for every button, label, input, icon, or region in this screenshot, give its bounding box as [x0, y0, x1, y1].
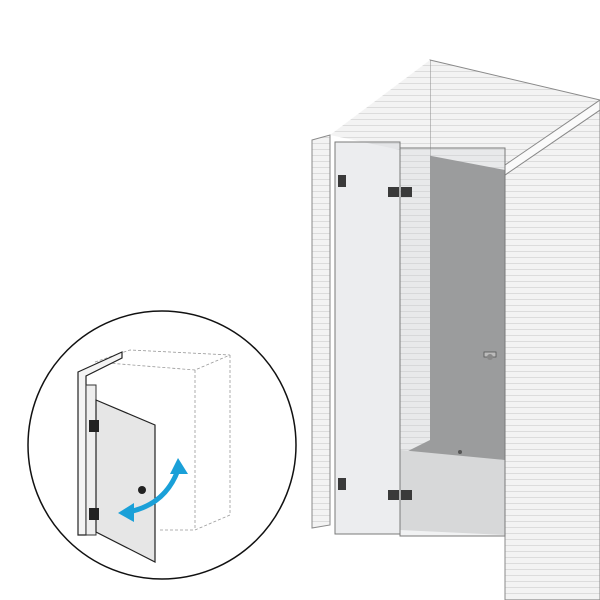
shower-floor	[400, 450, 505, 535]
floor-drain	[458, 450, 462, 454]
interior-left-wall	[330, 60, 430, 455]
hinge-icon	[338, 175, 346, 187]
inset-wall	[77, 351, 123, 536]
inset-door-panel	[95, 399, 156, 563]
hinge-icon	[388, 490, 399, 500]
door-swing-arrow-icon	[118, 458, 188, 522]
inset-door-swing-diagram	[27, 310, 297, 580]
hinge-icon	[401, 187, 412, 197]
glass-fixed-panel	[334, 141, 401, 535]
door-handle-icon[interactable]	[483, 351, 497, 360]
hinge-icon	[89, 508, 99, 520]
shower-enclosure	[311, 59, 600, 600]
hinge-icon	[89, 420, 99, 432]
hinge-icon	[338, 478, 346, 490]
right-wall	[504, 109, 600, 600]
hinge-icon	[401, 490, 412, 500]
hinge-icon	[388, 187, 399, 197]
left-wall	[311, 134, 331, 529]
glass-door-panel[interactable]	[399, 147, 506, 537]
door-handle-icon	[138, 486, 146, 494]
